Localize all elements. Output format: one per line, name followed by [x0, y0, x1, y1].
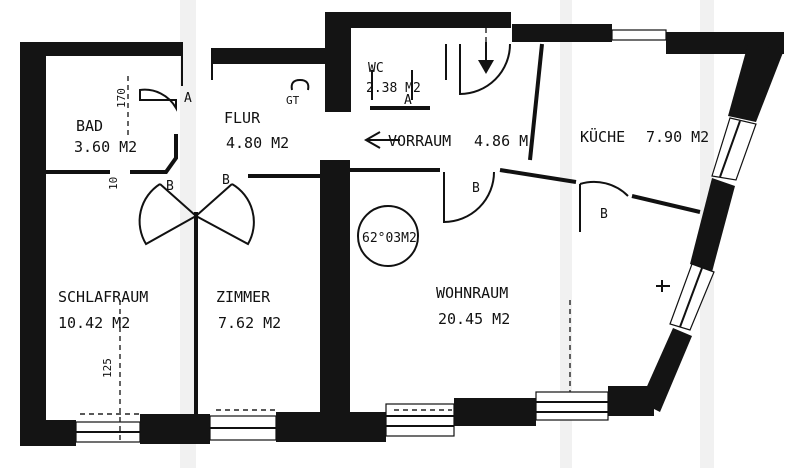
- room-name-schlafraum: SCHLAFRAUM: [58, 288, 148, 306]
- room-area-vorraum: 4.86 M: [474, 132, 528, 150]
- total-area-circle: [357, 205, 419, 267]
- room-name-vorraum: VORRAUM: [388, 132, 451, 150]
- windows: [75, 29, 757, 443]
- outer-walls: [20, 12, 784, 446]
- room-area-flur: 4.80 M2: [226, 134, 289, 152]
- room-name-zimmer: ZIMMER: [216, 288, 271, 306]
- room-name-flur: FLUR: [224, 109, 261, 127]
- room-area-zimmer: 7.62 M2: [218, 314, 281, 332]
- room-area-wohnraum: 20.45 M2: [438, 310, 510, 328]
- doors: [138, 43, 629, 246]
- dimension-125: 125: [101, 358, 114, 378]
- door-mark-b: B: [166, 179, 174, 194]
- door-mark-a: A: [404, 93, 412, 108]
- room-area-wc: 2.38 M2: [366, 81, 421, 96]
- room-name-kueche: KÜCHE: [580, 127, 625, 146]
- room-name-wc: WC: [368, 61, 384, 76]
- room-name-wohnraum: WOHNRAUM: [436, 284, 508, 302]
- room-area-bad: 3.60 M2: [74, 138, 137, 156]
- scan-stripe: [560, 0, 572, 468]
- dimension-10: 10: [107, 177, 120, 190]
- interior-walls: [46, 42, 701, 414]
- fixture-label-gt: GT: [286, 94, 300, 107]
- scan-stripe: [180, 0, 196, 468]
- door-mark-b: B: [222, 173, 230, 188]
- room-area-schlafraum: 10.42 M2: [58, 314, 130, 332]
- door-mark-b: B: [600, 207, 608, 222]
- dimension-170: 170: [115, 88, 128, 108]
- door-mark-a: A: [184, 91, 192, 106]
- sink-icon: [290, 78, 310, 91]
- room-area-kueche: 7.90 M2: [646, 128, 709, 146]
- room-name-bad: BAD: [76, 117, 103, 135]
- total-area-label: 62°03M2: [362, 231, 417, 246]
- dashed-lines: [80, 28, 571, 440]
- fixtures: [290, 42, 670, 292]
- door-mark-b: B: [472, 181, 480, 196]
